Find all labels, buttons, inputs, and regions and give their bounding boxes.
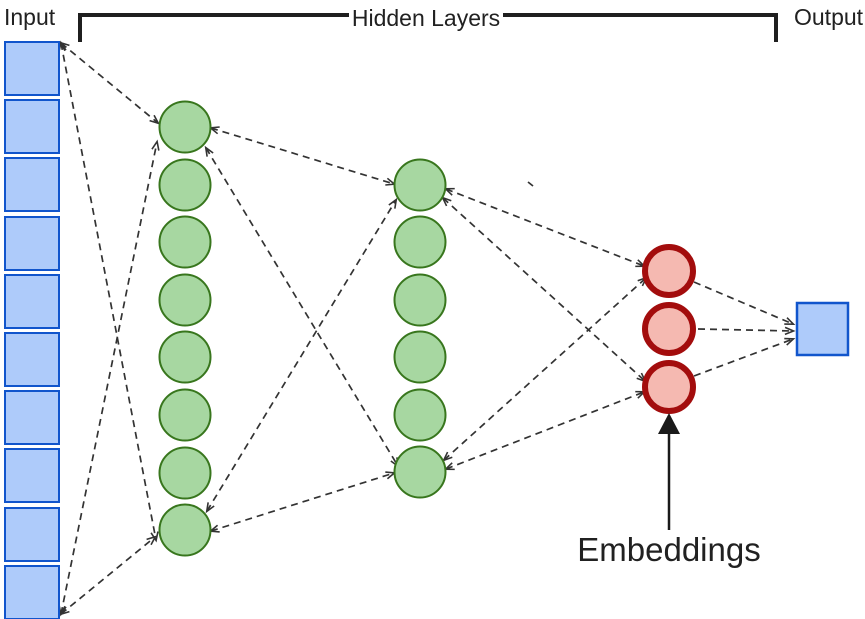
connection-line xyxy=(58,40,159,543)
embedding-layer xyxy=(642,244,696,414)
connection-line xyxy=(58,139,160,617)
hidden-layers-label: Hidden Layers xyxy=(352,5,500,31)
input-node xyxy=(4,99,60,154)
output-layer xyxy=(795,301,850,357)
connection-line xyxy=(697,326,796,336)
embedding-node xyxy=(642,302,696,356)
hidden-node xyxy=(393,215,447,269)
connection-line xyxy=(208,126,397,186)
connection-line xyxy=(443,390,647,471)
bracket-right xyxy=(503,13,778,42)
stray-mark xyxy=(527,181,534,187)
hidden-node xyxy=(158,446,212,500)
connection-lines xyxy=(58,40,796,617)
input-node xyxy=(4,332,60,387)
hidden-node xyxy=(158,158,212,212)
input-node xyxy=(4,390,60,445)
hidden-layers-bracket xyxy=(78,13,778,42)
connection-line xyxy=(443,187,647,268)
hidden-node xyxy=(393,273,447,327)
arrow-head-icon xyxy=(658,413,680,434)
input-node xyxy=(4,274,60,329)
connection-line xyxy=(208,471,397,533)
hidden-node xyxy=(393,445,447,499)
input-layer xyxy=(4,41,60,619)
bracket-left xyxy=(78,13,349,42)
input-node xyxy=(4,507,60,562)
hidden-layer-1 xyxy=(158,100,212,557)
connection-line xyxy=(58,535,158,616)
hidden-layer-2 xyxy=(393,158,447,499)
connection-line xyxy=(58,41,161,125)
input-node xyxy=(4,216,60,271)
output-node xyxy=(795,301,850,357)
hidden-node xyxy=(158,273,212,327)
hidden-node xyxy=(393,158,447,212)
hidden-node xyxy=(158,215,212,269)
embeddings-arrow xyxy=(658,413,680,530)
input-node xyxy=(4,448,60,503)
embedding-node xyxy=(642,244,696,298)
embedding-node xyxy=(642,360,696,414)
hidden-node xyxy=(393,330,447,384)
input-node xyxy=(4,41,60,96)
connection-line xyxy=(442,276,648,462)
connection-line xyxy=(204,145,400,469)
input-node xyxy=(4,565,60,619)
connection-line xyxy=(693,337,796,377)
input-node xyxy=(4,157,60,212)
hidden-node xyxy=(158,503,212,557)
connection-line xyxy=(441,196,647,383)
input-label: Input xyxy=(4,4,56,30)
hidden-node xyxy=(158,388,212,442)
connection-line xyxy=(693,281,796,326)
output-label: Output xyxy=(794,4,864,30)
hidden-node xyxy=(158,100,212,154)
embeddings-label: Embeddings xyxy=(577,531,760,568)
hidden-node xyxy=(393,388,447,442)
hidden-node xyxy=(158,330,212,384)
connection-line xyxy=(205,197,398,514)
